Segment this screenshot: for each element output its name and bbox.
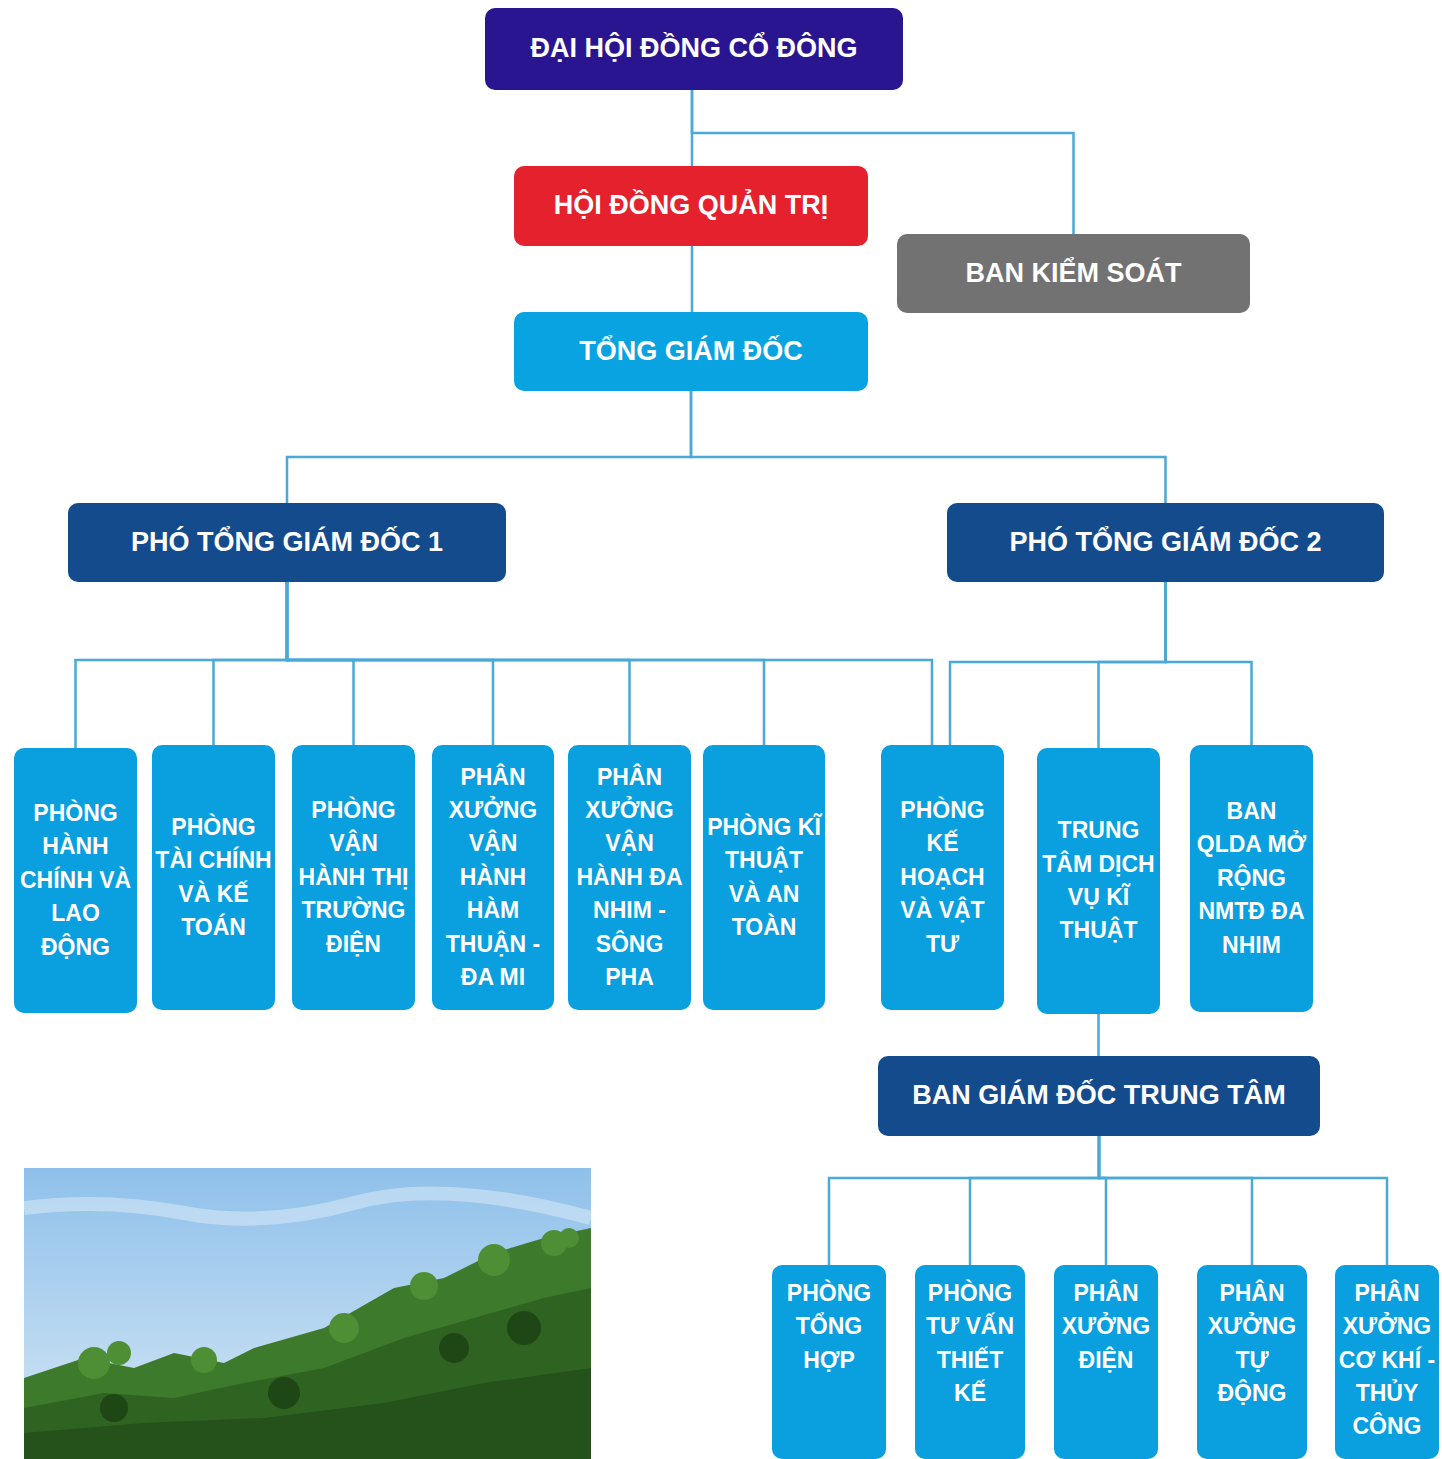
node-label: HỘI ĐỒNG QUẢN TRỊ: [517, 189, 865, 223]
org-connector: [287, 582, 630, 745]
node-label: BAN GIÁM ĐỐC TRUNG TÂM: [881, 1079, 1317, 1113]
node-label: PHÂN XƯỞNG CƠ KHÍ - THỦY CÔNG: [1338, 1277, 1436, 1444]
node-label: PHÂN XƯỞNG VẬN HÀNH HÀM THUẬN - ĐA MI: [435, 761, 551, 994]
org-connector: [214, 582, 288, 745]
department-box: PHÒNG TƯ VẤN THIẾT KẾ: [915, 1265, 1025, 1459]
project-board-box: BAN QLDA MỞ RỘNG NMTĐ ĐA NHIM: [1190, 745, 1313, 1012]
node-label: PHÓ TỔNG GIÁM ĐỐC 2: [950, 526, 1381, 560]
org-connector: [1099, 1136, 1387, 1265]
center-box: TRUNG TÂM DỊCH VỤ KĨ THUẬT: [1037, 748, 1160, 1014]
node-label: PHÂN XƯỞNG ĐIỆN: [1057, 1277, 1155, 1377]
workshop-box: PHÂN XƯỞNG CƠ KHÍ - THỦY CÔNG: [1335, 1265, 1439, 1459]
org-connector: [691, 246, 694, 312]
node-label: BAN QLDA MỞ RỘNG NMTĐ ĐA NHIM: [1193, 795, 1310, 962]
node-label: PHÒNG HÀNH CHÍNH VÀ LAO ĐỘNG: [17, 797, 134, 964]
node-label: TRUNG TÂM DỊCH VỤ KĨ THUẬT: [1040, 814, 1157, 947]
org-connector: [1099, 582, 1166, 748]
node-label: PHÓ TỔNG GIÁM ĐỐC 1: [71, 526, 503, 560]
supervisory-box: BAN KIỂM SOÁT: [897, 234, 1250, 313]
department-box: PHÒNG VẬN HÀNH THỊ TRƯỜNG ĐIỆN: [292, 745, 415, 1010]
org-connector: [1099, 1136, 1252, 1265]
director-box: TỔNG GIÁM ĐỐC: [514, 312, 868, 391]
deputy-box: PHÓ TỔNG GIÁM ĐỐC 1: [68, 503, 506, 582]
org-connector: [829, 1136, 1099, 1265]
node-label: PHÂN XƯỞNG VẬN HÀNH ĐA NHIM - SÔNG PHA: [571, 761, 688, 994]
node-label: TỔNG GIÁM ĐỐC: [517, 335, 865, 369]
org-connector: [287, 582, 493, 745]
center-management-box: BAN GIÁM ĐỐC TRUNG TÂM: [878, 1056, 1320, 1136]
org-connector: [970, 1136, 1099, 1265]
deputy-box: PHÓ TỔNG GIÁM ĐỐC 2: [947, 503, 1384, 582]
landscape-photo: [24, 1168, 591, 1459]
org-connector: [1166, 582, 1252, 745]
org-connector: [1097, 1014, 1100, 1056]
org-connector: [287, 582, 764, 745]
node-label: PHÒNG TƯ VẤN THIẾT KẾ: [918, 1277, 1022, 1410]
node-label: PHÂN XƯỞNG TỰ ĐỘNG: [1200, 1277, 1304, 1410]
workshop-box: PHÂN XƯỞNG TỰ ĐỘNG: [1197, 1265, 1307, 1459]
node-label: PHÒNG TỔNG HỢP: [775, 1277, 883, 1377]
department-box: PHÒNG KĨ THUẬT VÀ AN TOÀN: [703, 745, 825, 1010]
org-connector: [950, 582, 1166, 745]
org-connector: [691, 391, 1166, 503]
department-box: PHÒNG TÀI CHÍNH VÀ KẾ TOÁN: [152, 745, 275, 1010]
org-connector: [287, 391, 691, 503]
shareholders-box: ĐẠI HỘI ĐỒNG CỔ ĐÔNG: [485, 8, 903, 90]
node-label: PHÒNG KĨ THUẬT VÀ AN TOÀN: [706, 811, 822, 944]
department-box: PHÒNG HÀNH CHÍNH VÀ LAO ĐỘNG: [14, 748, 137, 1013]
node-label: BAN KIỂM SOÁT: [900, 257, 1247, 291]
workshop-box: PHÂN XƯỞNG ĐIỆN: [1054, 1265, 1158, 1459]
workshop-box: PHÂN XƯỞNG VẬN HÀNH ĐA NHIM - SÔNG PHA: [568, 745, 691, 1010]
org-connector: [76, 582, 288, 748]
node-label: PHÒNG TÀI CHÍNH VÀ KẾ TOÁN: [155, 811, 272, 944]
node-label: PHÒNG KẾ HOẠCH VÀ VẬT TƯ: [884, 794, 1001, 961]
board-box: HỘI ĐỒNG QUẢN TRỊ: [514, 166, 868, 246]
node-label: ĐẠI HỘI ĐỒNG CỔ ĐÔNG: [488, 32, 900, 66]
org-connector: [287, 582, 354, 745]
department-box: PHÒNG KẾ HOẠCH VÀ VẬT TƯ: [881, 745, 1004, 1010]
org-connector: [287, 582, 932, 745]
workshop-box: PHÂN XƯỞNG VẬN HÀNH HÀM THUẬN - ĐA MI: [432, 745, 554, 1010]
node-label: PHÒNG VẬN HÀNH THỊ TRƯỜNG ĐIỆN: [295, 794, 412, 961]
department-box: PHÒNG TỔNG HỢP: [772, 1265, 886, 1459]
